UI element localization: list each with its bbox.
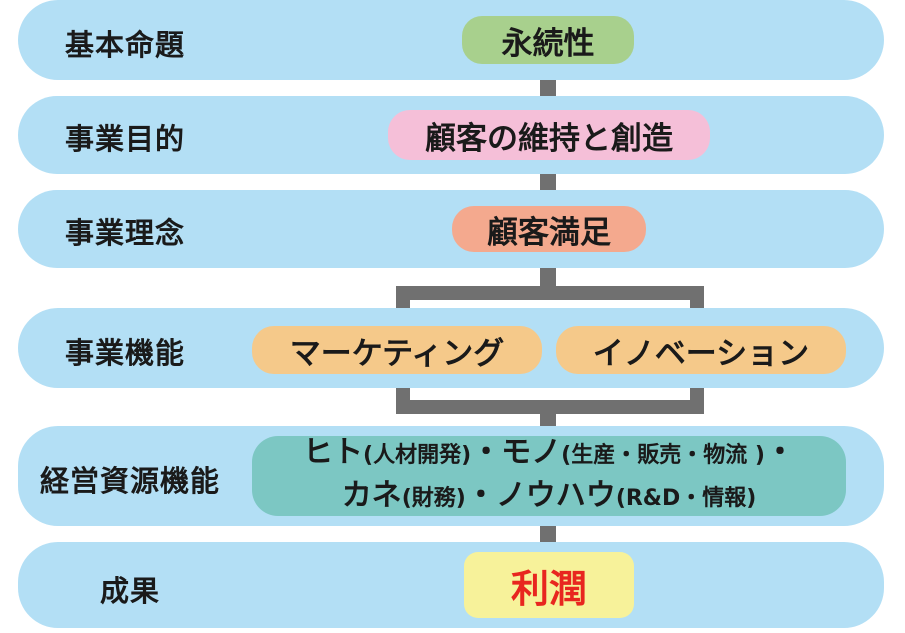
resource-separator: ・ [465, 478, 496, 513]
pill-marketing: マーケティング [252, 326, 542, 374]
resource-knowhow: ノウハウ [495, 478, 616, 513]
pill-management-resources: ヒト(人材開発)・モノ(生産・販売・物流 )・ カネ(財務)・ノウハウ(R&D・… [252, 433, 846, 519]
resource-money-detail: (財務) [401, 486, 466, 511]
row-label-management-resources: 経営資源機能 [40, 464, 221, 498]
row-label-basic-proposition: 基本命題 [65, 28, 186, 62]
resources-line-2: カネ(財務)・ノウハウ(R&D・情報) [342, 476, 757, 519]
connector-frame-bottom [396, 400, 704, 414]
resource-knowhow-detail: (R&D・情報) [615, 486, 757, 511]
row-label-business-functions: 事業機能 [65, 336, 186, 370]
resource-money: カネ [341, 478, 402, 513]
resource-goods-detail: (生産・販売・物流 ) [561, 443, 765, 468]
resources-line-1: ヒト(人材開発)・モノ(生産・販売・物流 )・ [303, 433, 795, 476]
row-band-business-philosophy [18, 190, 884, 268]
pill-permanence: 永続性 [462, 16, 634, 64]
connector-frame-top [396, 286, 704, 300]
row-band-results [18, 542, 884, 628]
row-label-business-philosophy: 事業理念 [65, 216, 186, 250]
pill-customer-retention-creation: 顧客の維持と創造 [388, 110, 710, 160]
pill-profit: 利潤 [464, 552, 634, 618]
pill-innovation: イノベーション [556, 326, 846, 374]
resource-goods: モノ [501, 435, 562, 470]
resource-separator: ・ [764, 435, 795, 470]
row-band-basic-proposition [18, 0, 884, 80]
resource-people-detail: (人材開発) [363, 443, 472, 468]
resource-people: ヒト [303, 435, 364, 470]
pill-customer-satisfaction: 顧客満足 [452, 206, 646, 252]
row-label-results: 成果 [100, 574, 161, 608]
resource-separator: ・ [471, 435, 502, 470]
row-label-business-purpose: 事業目的 [65, 122, 186, 156]
